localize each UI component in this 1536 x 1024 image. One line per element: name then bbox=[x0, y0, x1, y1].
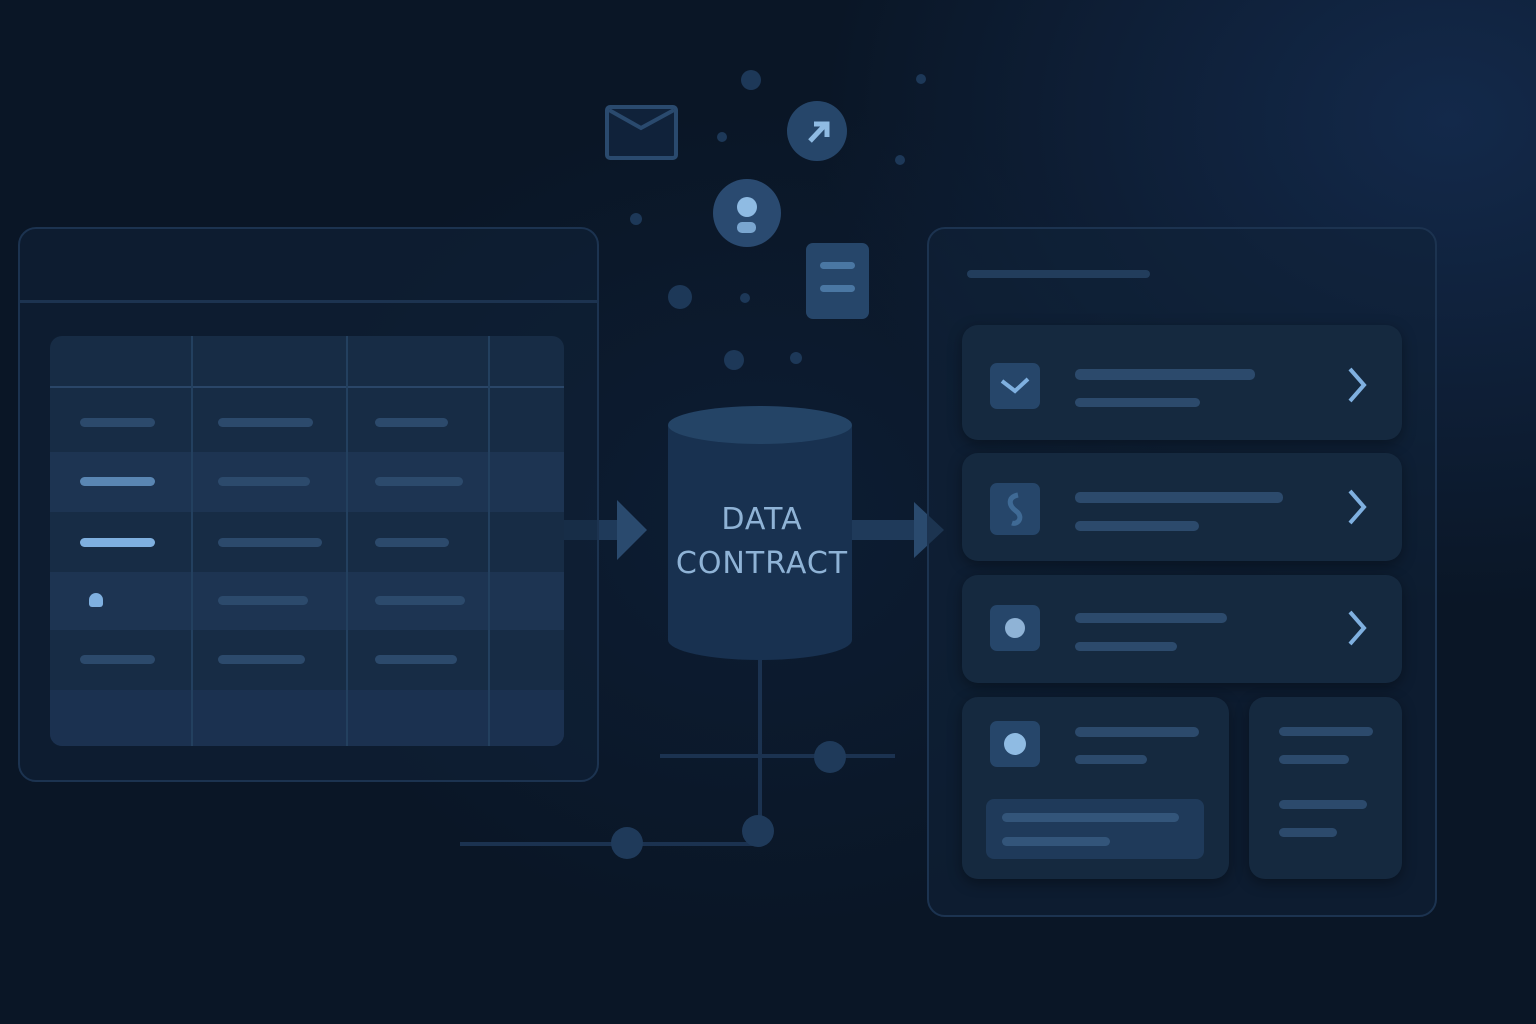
link-icon bbox=[990, 483, 1040, 535]
cylinder-label-line2: CONTRACT bbox=[675, 546, 849, 581]
chevron-right-icon[interactable] bbox=[1342, 487, 1372, 527]
alert-icon bbox=[89, 593, 103, 607]
panel-title-bar bbox=[967, 270, 1150, 278]
list-card[interactable] bbox=[962, 325, 1402, 440]
cylinder-label-line1: DATA bbox=[721, 502, 803, 537]
envelope-icon bbox=[605, 105, 678, 160]
detail-card[interactable] bbox=[962, 697, 1229, 879]
list-card[interactable] bbox=[962, 575, 1402, 683]
document-icon bbox=[806, 243, 869, 319]
floating-dots bbox=[630, 70, 926, 370]
database-cylinder-icon bbox=[668, 406, 852, 660]
network-nodes bbox=[611, 741, 846, 859]
chevron-right-icon[interactable] bbox=[1342, 608, 1372, 648]
data-table bbox=[50, 336, 564, 746]
network-lines bbox=[460, 660, 895, 846]
panel-header-divider bbox=[20, 300, 597, 303]
user-icon bbox=[713, 179, 781, 247]
list-card[interactable] bbox=[962, 453, 1402, 561]
dot-icon bbox=[990, 605, 1040, 651]
dot-icon bbox=[990, 721, 1040, 767]
chevron-right-icon[interactable] bbox=[1342, 365, 1372, 405]
check-icon bbox=[990, 363, 1040, 409]
arrow-up-right-icon bbox=[787, 101, 847, 161]
input-block[interactable] bbox=[986, 799, 1204, 859]
side-card[interactable] bbox=[1249, 697, 1402, 879]
table-row bbox=[50, 690, 564, 746]
